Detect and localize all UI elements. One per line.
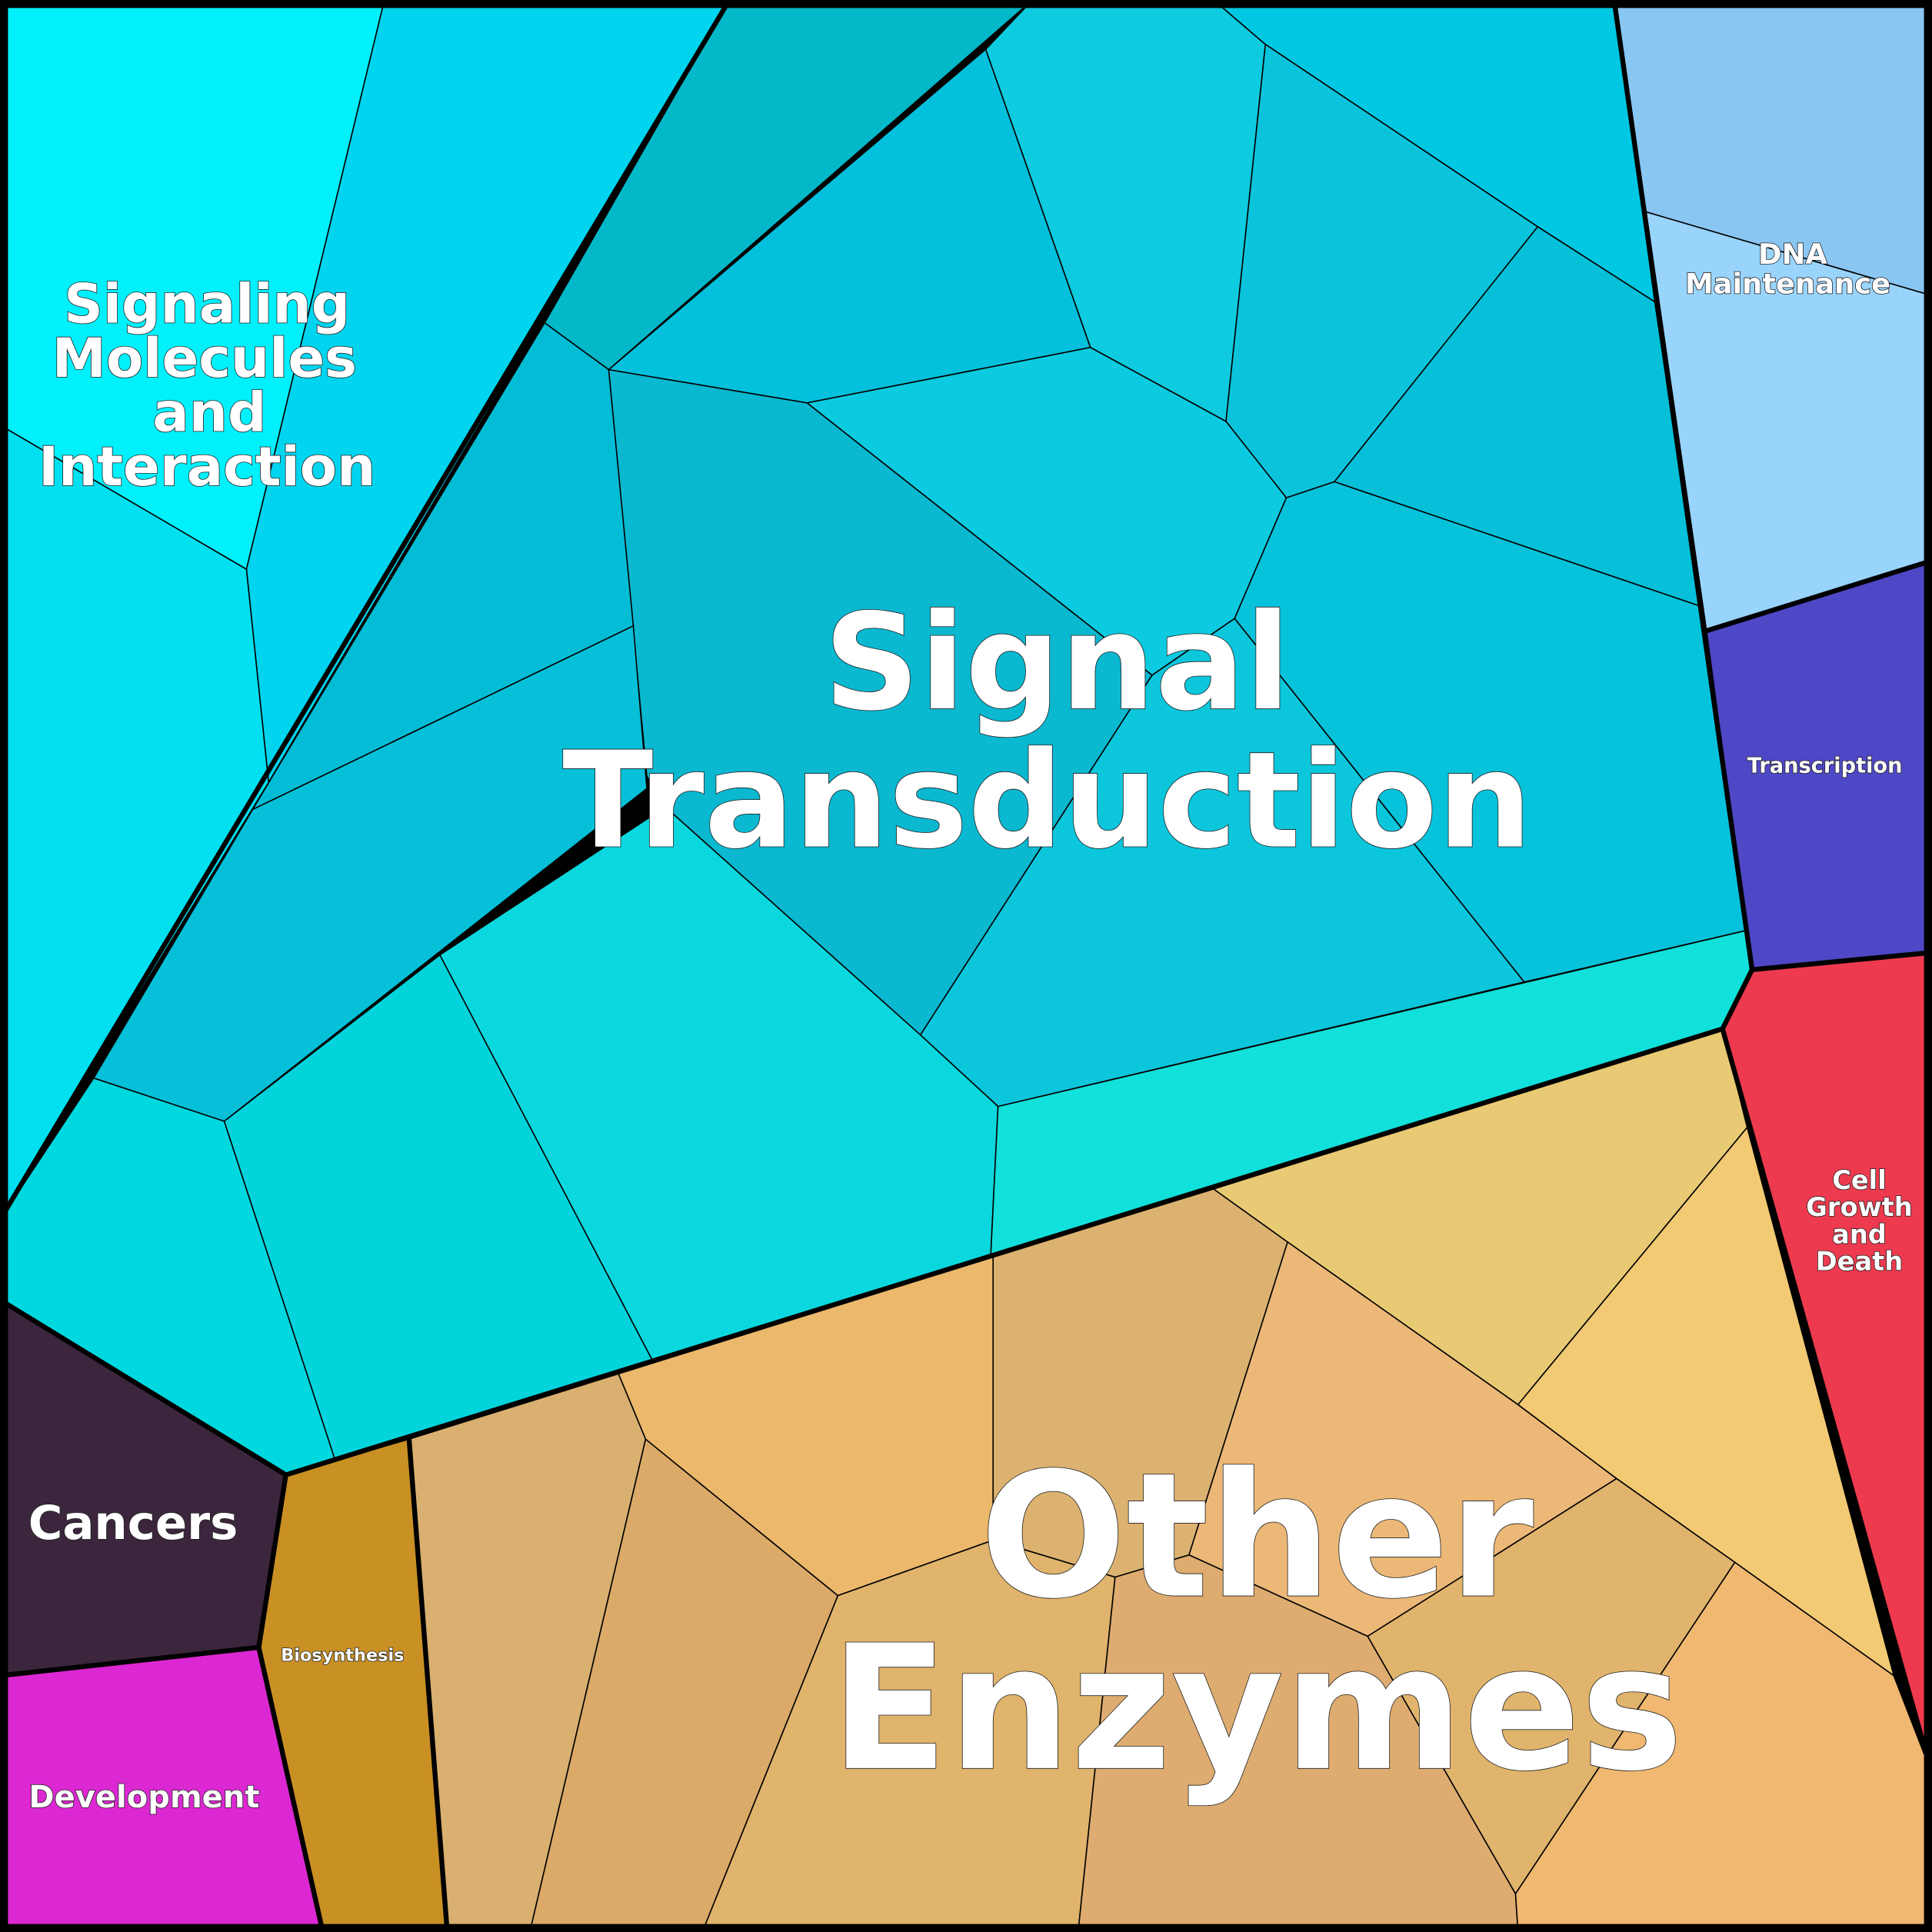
category-border	[1705, 558, 1932, 634]
category-border	[1751, 950, 1932, 972]
category-border	[406, 1438, 450, 1932]
category-border	[0, 0, 732, 1221]
category-border	[0, 1474, 288, 1678]
cell-signal-transduction	[92, 625, 648, 1122]
label-biosynthesis: Biosynthesis	[281, 1646, 404, 1666]
label-development: Development	[28, 1780, 259, 1815]
label-transcription: Transcription	[1747, 754, 1903, 778]
cell-other-enzymes	[1514, 1561, 1932, 1932]
category-border	[1720, 1028, 1932, 1775]
label-cancers: Cancers	[28, 1496, 238, 1551]
category-border	[256, 1647, 325, 1932]
